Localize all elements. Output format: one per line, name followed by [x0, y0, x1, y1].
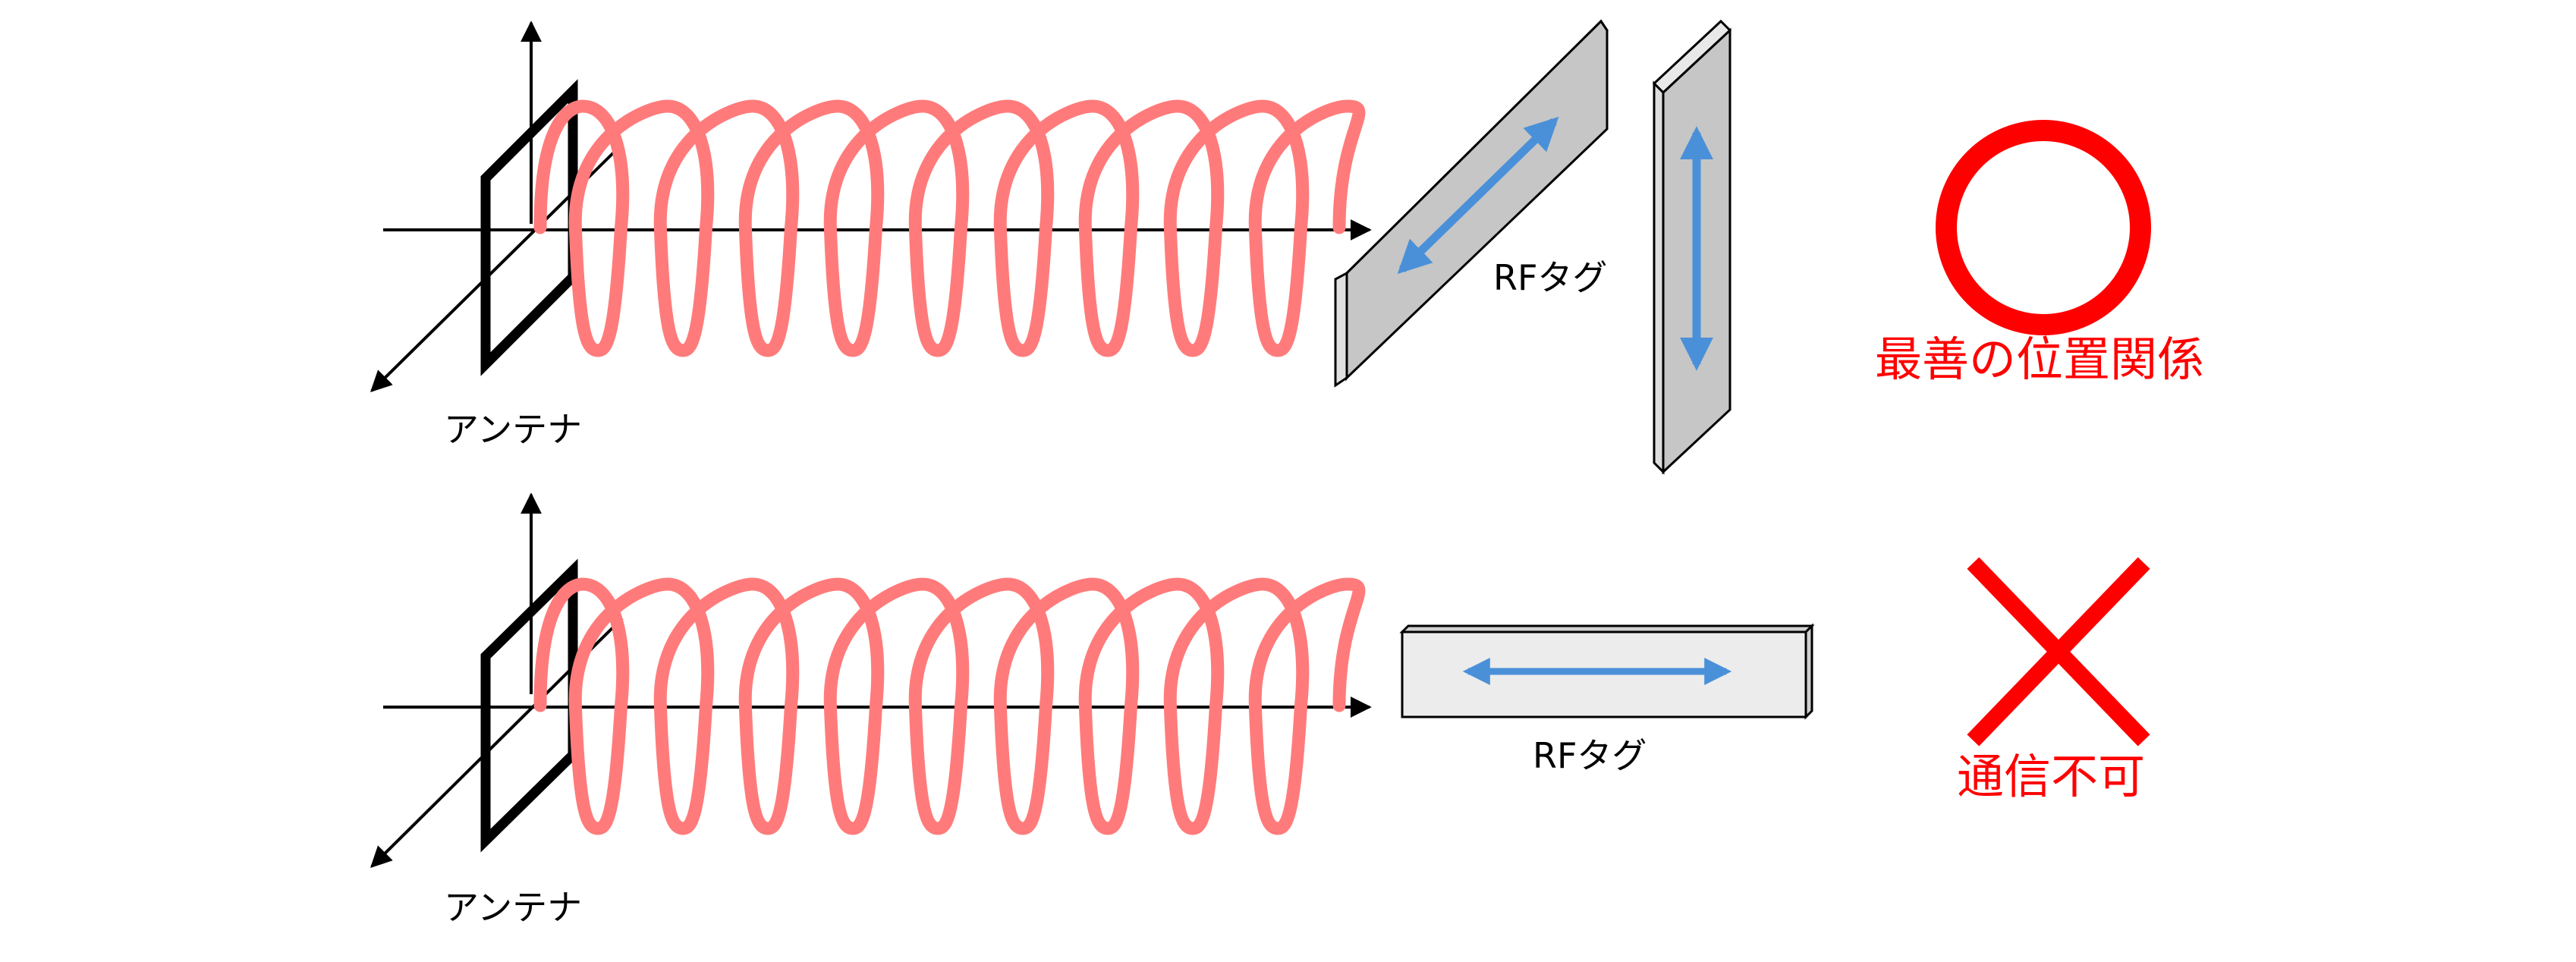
top-antenna-label: アンテナ: [444, 409, 582, 450]
top-tag-label: RFタグ: [1493, 257, 1607, 298]
bottom-radio-wave: [533, 577, 1366, 835]
top-tag-horizontal: [1334, 19, 1609, 388]
bottom-verdict-text: 通信不可: [1957, 749, 2145, 804]
good-circle-icon: [1936, 120, 2151, 335]
bottom-tag: [1399, 623, 1815, 720]
top-radio-wave: [533, 99, 1366, 357]
top-verdict-text: 最善の位置関係: [1875, 332, 2204, 387]
bad-cross-icon: [1967, 557, 2150, 747]
top-tag-vertical: [1652, 19, 1732, 475]
bottom-tag-label: RFタグ: [1533, 735, 1647, 776]
top-tag-horizontal-arrow: [1397, 116, 1559, 275]
top-scene: アンテナ RFタグ 最善の位置関係: [370, 19, 2204, 475]
bottom-antenna-label: アンテナ: [444, 887, 582, 928]
bottom-scene: アンテナ RFタグ 通信不可: [370, 492, 2150, 928]
